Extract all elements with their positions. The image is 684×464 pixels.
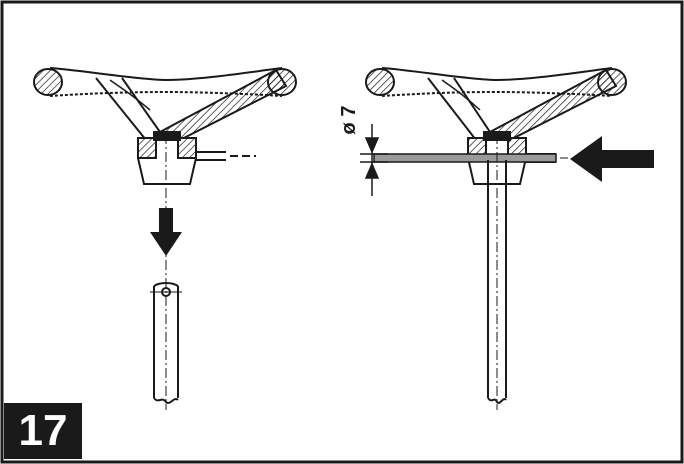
step-number-badge: 17 [4,403,82,459]
pin-rod [373,153,557,163]
arrow-down-icon [150,208,182,256]
shaft-removed [150,282,182,404]
handwheel-left [33,67,297,185]
dimension-marker [360,124,388,196]
shaft-inserted [487,160,507,404]
handwheel-right [365,67,627,185]
arrow-left-icon [570,136,654,182]
dimension-label: ø 7 [338,105,360,135]
